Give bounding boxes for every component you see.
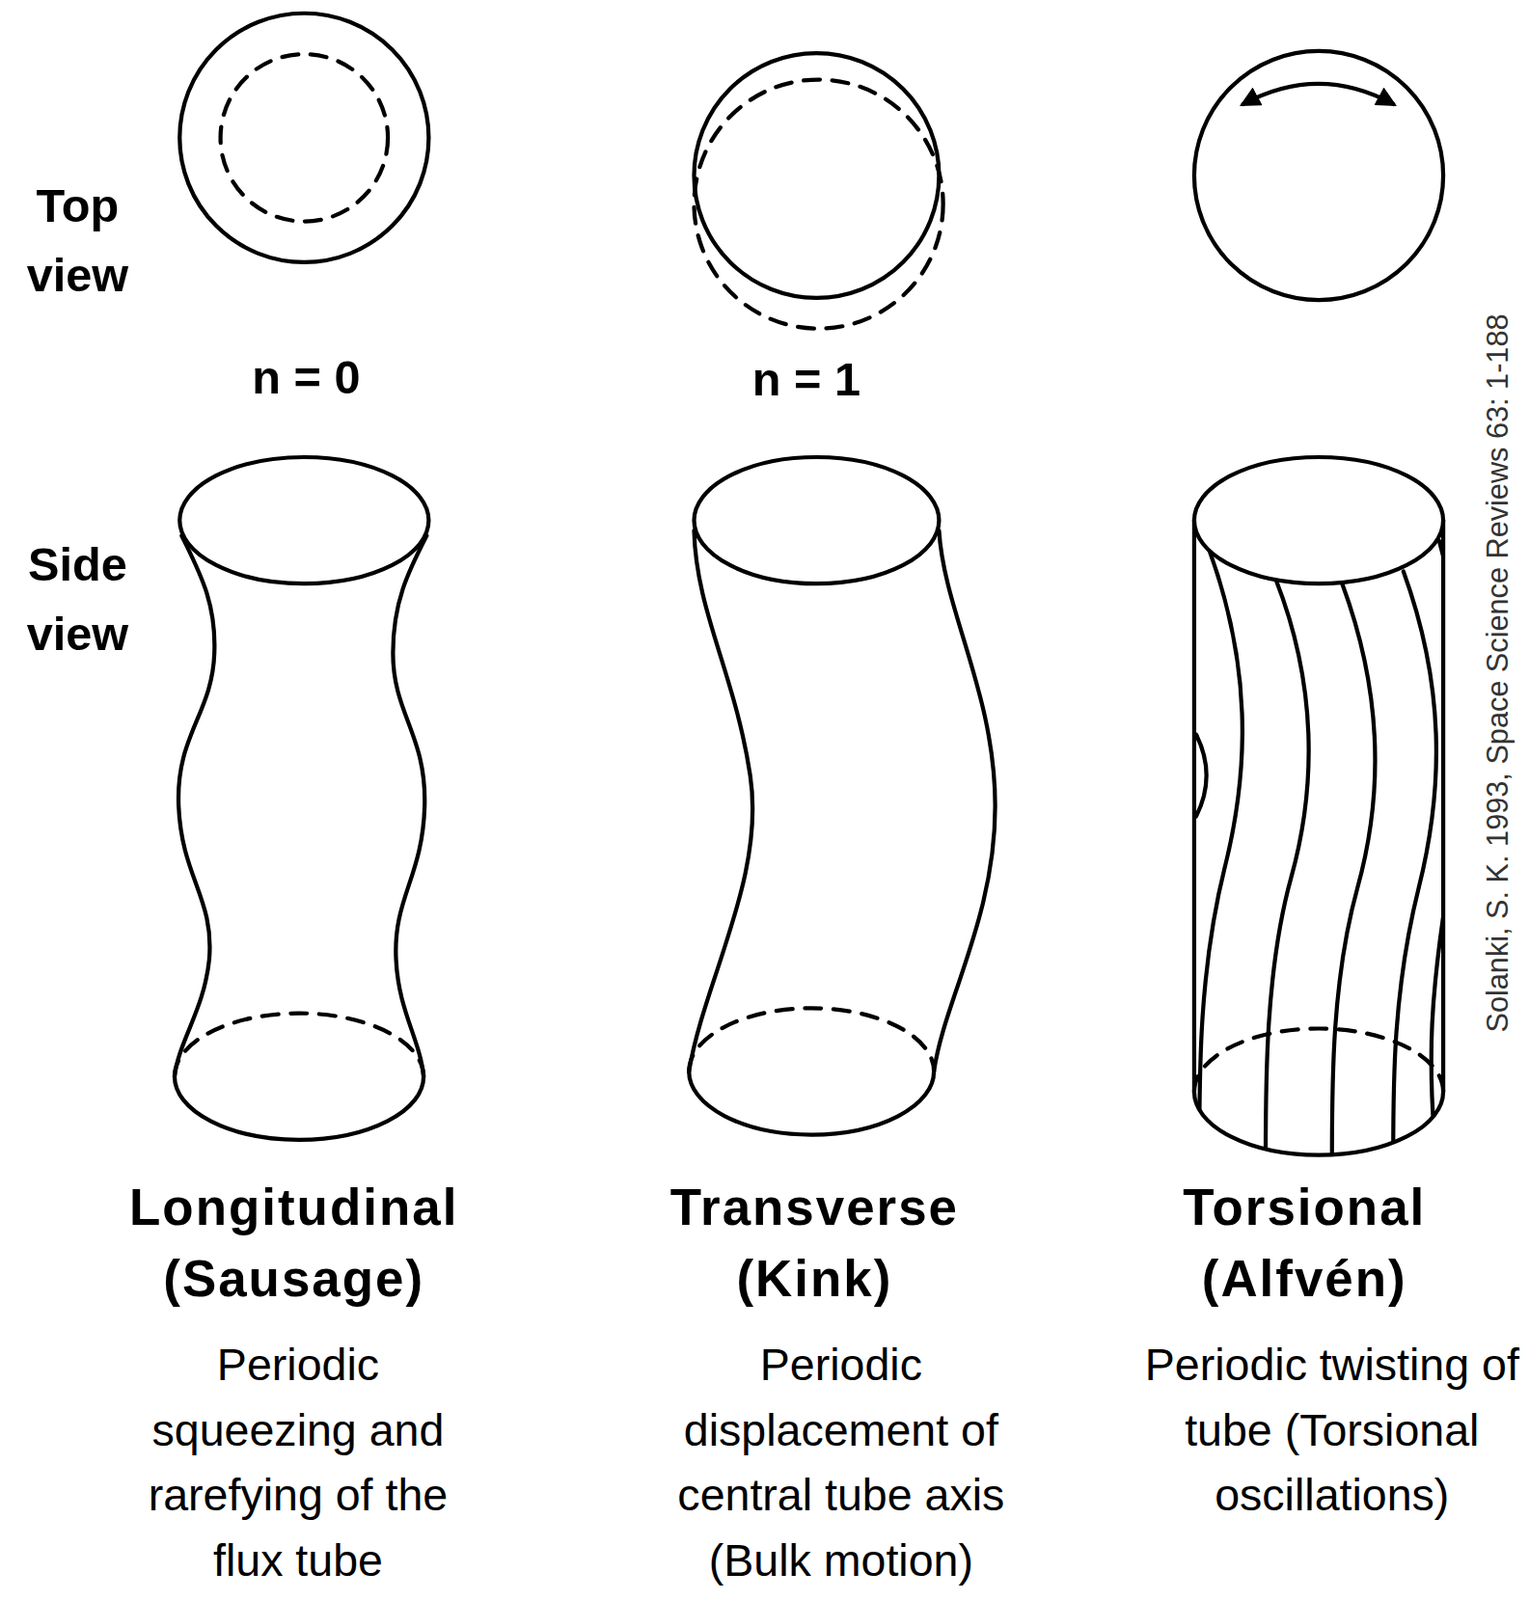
mode-number: n = 0 bbox=[204, 347, 410, 409]
mode-title: Torsional (Alfvén) bbox=[1090, 1172, 1519, 1315]
mode-caption: Periodic displacement of central tube ax… bbox=[647, 1333, 1036, 1595]
row-label: Top view bbox=[0, 171, 155, 311]
sausage-top-circle bbox=[179, 13, 429, 263]
kink-top-circle bbox=[693, 53, 939, 299]
source-credit: Solanki, S. K. 1993, Space Science Revie… bbox=[1480, 214, 1516, 1133]
sausage-compressed-circle bbox=[220, 54, 389, 222]
row-label: Side view bbox=[0, 530, 155, 670]
mode-title: Transverse (Kink) bbox=[600, 1172, 1029, 1315]
mode-caption: Periodic squeezing and rarefying of the … bbox=[114, 1333, 483, 1595]
mode-number: n = 1 bbox=[704, 349, 909, 410]
mode-title: Longitudinal (Sausage) bbox=[69, 1172, 519, 1315]
torsional-top-circle bbox=[1194, 51, 1444, 301]
kink-tube bbox=[688, 457, 995, 1136]
kink-displaced-circle bbox=[693, 80, 943, 329]
torsional-tube bbox=[1194, 457, 1464, 1159]
mode-caption: Periodic twisting of tube (Torsional osc… bbox=[1138, 1333, 1527, 1529]
sausage-tube bbox=[174, 457, 429, 1141]
twist-arrow bbox=[1243, 83, 1394, 105]
